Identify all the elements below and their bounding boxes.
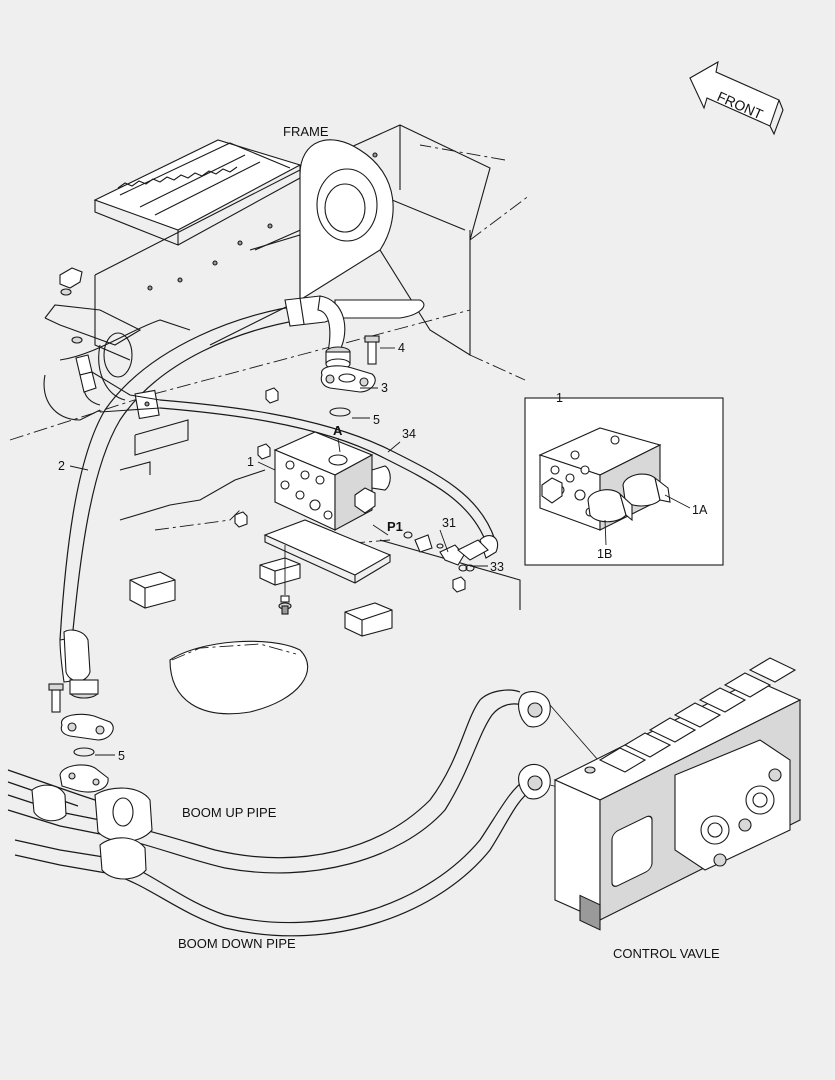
port-p1-label: P1 <box>387 519 403 534</box>
floor-blocks <box>129 387 466 637</box>
valve-mounting-bracket <box>263 519 392 615</box>
left-pilot-connector <box>44 267 142 393</box>
hose-2 <box>59 295 351 699</box>
boom-up-pipe-label: BOOM UP PIPE <box>182 805 277 820</box>
callout-3: 3 <box>381 381 388 395</box>
frame-structure <box>43 124 491 475</box>
boom-down-pipe-label: BOOM DOWN PIPE <box>178 936 296 951</box>
valve-block-1 <box>273 431 391 531</box>
upper-flange-assembly <box>320 335 380 417</box>
frame-label: FRAME <box>283 124 329 139</box>
boom-pipes <box>7 689 599 937</box>
callout-4: 4 <box>398 341 405 355</box>
callout-5-top: 5 <box>373 413 380 427</box>
callout-1-inset: 1 <box>556 391 563 405</box>
solenoid-1b <box>587 489 633 523</box>
bracket-bolt <box>278 595 292 615</box>
front-direction-arrow: FRONT <box>689 60 784 136</box>
leader-lines <box>69 347 691 756</box>
inset-valve-detail <box>524 397 724 566</box>
callout-2: 2 <box>58 459 65 473</box>
frame-bolts <box>147 152 378 291</box>
callout-33: 33 <box>490 560 504 574</box>
callout-1a: 1A <box>692 503 708 517</box>
callout-1b: 1B <box>597 547 612 561</box>
valve-sections <box>584 657 797 774</box>
port-a-label: A <box>333 423 343 438</box>
fittings-31-33 <box>403 531 489 572</box>
lower-flange-assembly <box>48 683 114 757</box>
callout-34: 34 <box>402 427 416 441</box>
lower-deck <box>119 387 521 715</box>
control-valve-label: CONTROL VAVLE <box>613 946 720 961</box>
control-valve <box>553 657 802 931</box>
callout-5-bottom: 5 <box>118 749 125 763</box>
callout-1: 1 <box>247 455 254 469</box>
callout-31: 31 <box>442 516 456 530</box>
